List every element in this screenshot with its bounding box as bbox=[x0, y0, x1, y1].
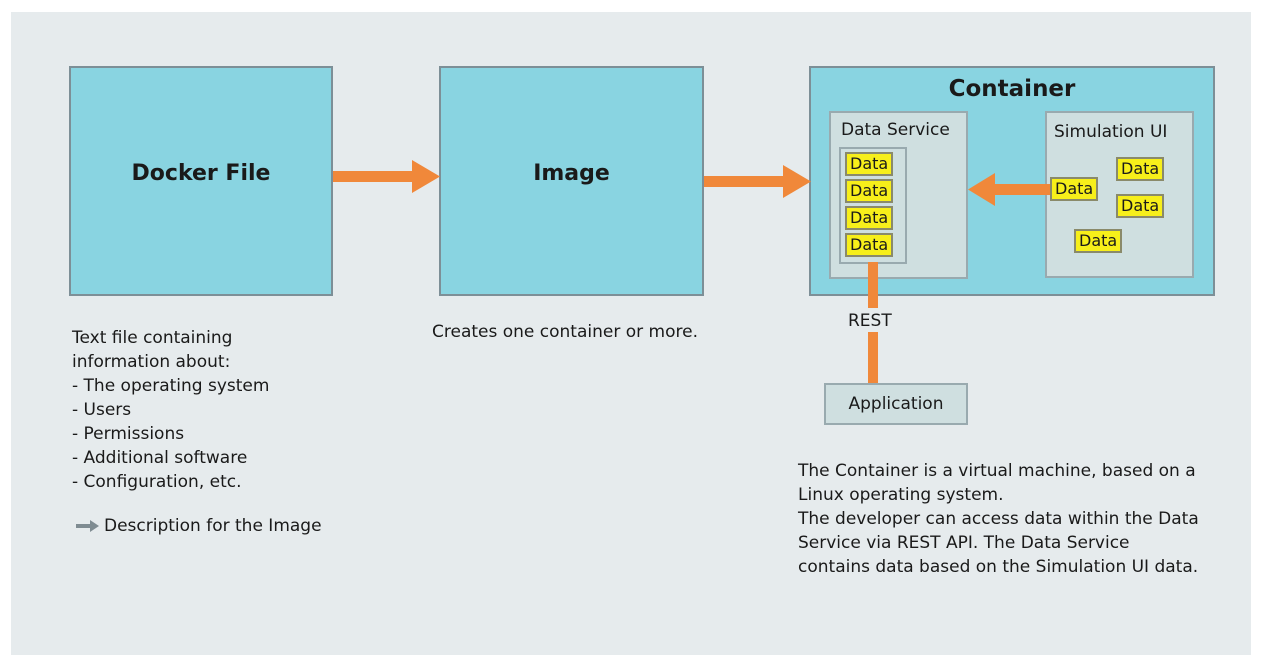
docker-to-image-arrow-head bbox=[412, 160, 440, 193]
docker-to-image-arrow-shaft bbox=[333, 171, 415, 182]
image-title: Image bbox=[533, 161, 610, 186]
data-service-title: Data Service bbox=[841, 120, 950, 140]
container-description: The Container is a virtual machine, base… bbox=[798, 459, 1199, 579]
simulation-ui-item: Data bbox=[1116, 157, 1165, 181]
docker-file-title: Docker File bbox=[131, 161, 271, 186]
application-box: Application bbox=[824, 383, 968, 425]
arrow-right-icon bbox=[76, 520, 99, 532]
docker-description: Text file containing information about: … bbox=[72, 326, 269, 494]
simulation-ui-item: Data bbox=[1050, 177, 1099, 201]
data-service-item: Data bbox=[845, 233, 894, 257]
container-description-line: Service via REST API. The Data Service bbox=[798, 533, 1130, 553]
docker-description-line: - Users bbox=[72, 400, 132, 420]
rest-connector-upper bbox=[868, 262, 878, 308]
data-service-item: Data bbox=[845, 179, 894, 203]
container-description-line: The Container is a virtual machine, base… bbox=[798, 461, 1196, 481]
image-to-container-arrow-shaft bbox=[704, 176, 786, 187]
container-title: Container bbox=[948, 76, 1076, 102]
simulation-ui-item: Data bbox=[1074, 229, 1123, 253]
image-description: Creates one container or more. bbox=[432, 322, 698, 342]
simulation-to-service-arrow-head bbox=[968, 173, 995, 206]
data-service-panel: Data Service bbox=[829, 111, 968, 279]
data-service-item: Data bbox=[845, 152, 894, 176]
docker-description-line: - Configuration, etc. bbox=[72, 472, 242, 492]
docker-file-box: Docker File bbox=[69, 66, 333, 296]
rest-connector-lower bbox=[868, 332, 878, 383]
docker-description-line: - Additional software bbox=[72, 448, 248, 468]
container-description-line: contains data based on the Simulation UI… bbox=[798, 557, 1199, 577]
container-description-line: The developer can access data within the… bbox=[798, 509, 1199, 529]
docker-description-line: - Permissions bbox=[72, 424, 185, 444]
simulation-to-service-arrow-shaft bbox=[992, 184, 1050, 195]
docker-description-line: Text file containing bbox=[72, 328, 233, 348]
container-description-line: Linux operating system. bbox=[798, 485, 1004, 505]
docker-description-line: - The operating system bbox=[72, 376, 270, 396]
image-to-container-arrow-head bbox=[783, 165, 811, 198]
simulation-ui-title: Simulation UI bbox=[1054, 122, 1168, 142]
simulation-ui-item: Data bbox=[1116, 194, 1165, 218]
docker-description-line: information about: bbox=[72, 352, 231, 372]
image-box: Image bbox=[439, 66, 704, 296]
rest-label: REST bbox=[848, 311, 892, 331]
data-service-item: Data bbox=[845, 206, 894, 230]
docker-description-note: Description for the Image bbox=[104, 516, 322, 536]
